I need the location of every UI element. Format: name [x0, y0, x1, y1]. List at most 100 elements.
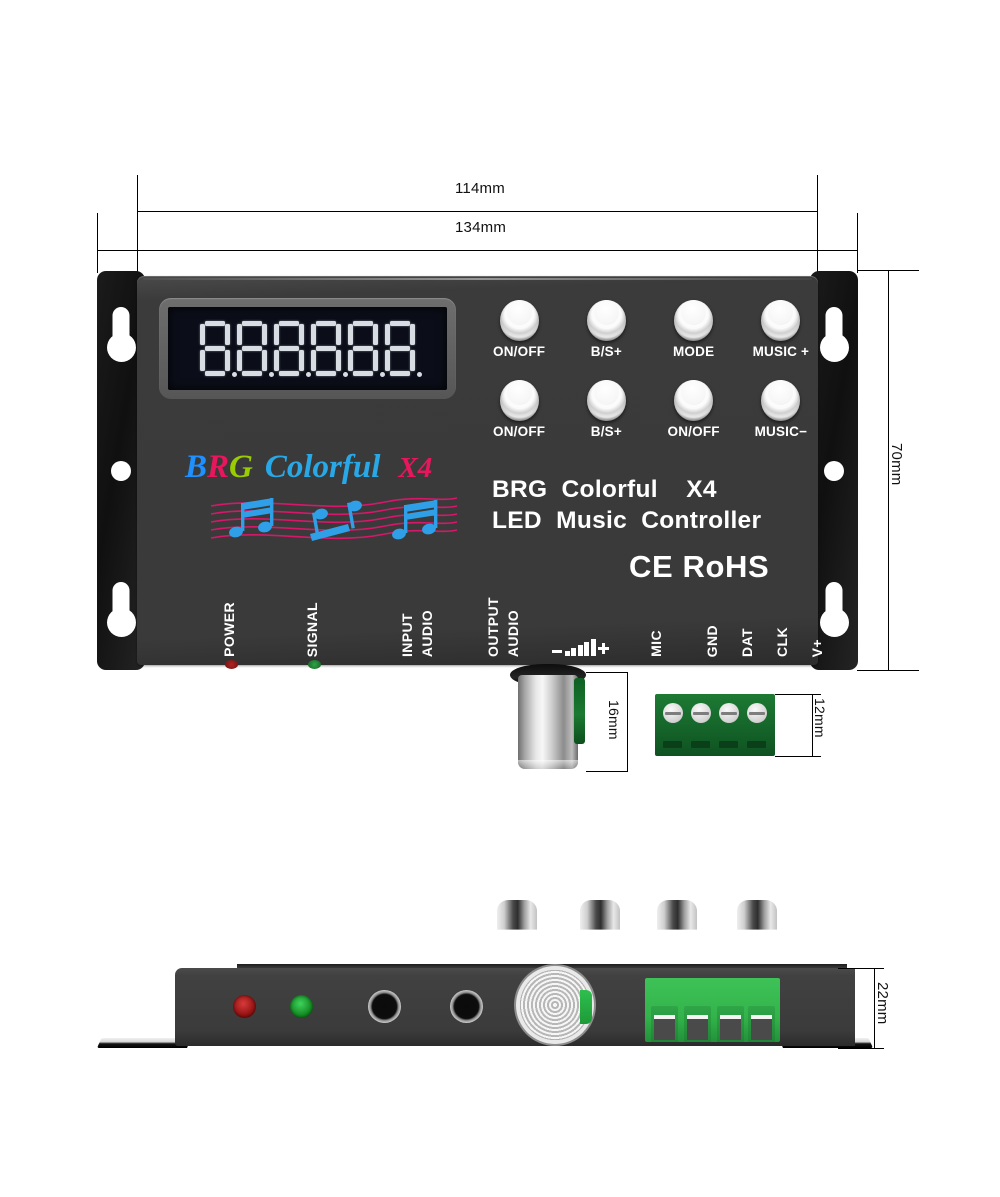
label-vplus: V+ — [809, 638, 825, 657]
dim-extension-line-mic-top — [586, 672, 628, 673]
label-input-audio-line1: INPUT — [399, 613, 415, 657]
terminal-wire-slot — [747, 741, 766, 748]
label-output-audio-2: AUDIO — [505, 610, 522, 657]
model-line-1: BRG Colorful X4 — [492, 476, 717, 503]
dim-extension-line-term-bottom — [775, 756, 821, 757]
microphone-capsule-front — [510, 664, 586, 772]
button-cap[interactable] — [586, 300, 626, 341]
side-button-cap — [657, 900, 697, 930]
side-terminal-pin[interactable] — [748, 1006, 775, 1042]
volume-minus-icon — [552, 650, 562, 653]
signal-led-indicator — [308, 660, 321, 669]
side-enclosure — [175, 964, 855, 1046]
button-cap[interactable] — [674, 380, 714, 421]
dim-extension-line-outer-left — [97, 213, 98, 273]
volume-level-icon — [552, 639, 609, 656]
side-microphone-capsule — [520, 970, 590, 1040]
side-button-cap — [497, 900, 537, 930]
logo-letter-r: R — [207, 449, 230, 485]
certification-marks: CE RoHS — [629, 549, 770, 584]
mic-body — [518, 675, 578, 769]
button-music-minus[interactable]: MUSIC− — [751, 374, 811, 439]
side-signal-led — [290, 995, 313, 1018]
button-label: MUSIC + — [752, 344, 810, 359]
side-audio-input-jack[interactable] — [368, 990, 401, 1023]
keyhole-slot-bottom-left — [112, 582, 130, 634]
button-label: B/S+ — [590, 424, 622, 439]
terminal-screw[interactable] — [747, 703, 767, 723]
dim-extension-line-depth-bottom — [838, 1048, 884, 1049]
button-cap[interactable] — [761, 300, 801, 341]
model-name-text: BRG Colorful X4 LED Music Controller — [492, 474, 761, 536]
button-mode[interactable]: MODE — [664, 294, 724, 359]
dim-line-134mm — [97, 250, 858, 251]
dim-line-12mm — [812, 694, 813, 756]
label-dat: DAT — [739, 628, 755, 657]
dim-line-22mm — [874, 968, 875, 1048]
dim-label-134mm: 134mm — [455, 219, 507, 236]
label-mic: MIC — [648, 630, 664, 657]
volume-bars-icon — [564, 639, 596, 656]
seven-segment-digit — [200, 320, 237, 377]
dim-extension-line-inner-right — [817, 175, 818, 273]
button-label: MODE — [672, 344, 715, 359]
button-cap[interactable] — [761, 380, 801, 421]
terminal-block-front — [655, 694, 775, 756]
music-staff-graphic — [209, 494, 459, 546]
seven-segment-digit — [237, 320, 274, 377]
button-label: ON/OFF — [667, 424, 720, 439]
keyhole-slot-top-left — [112, 307, 130, 359]
button-music-plus[interactable]: MUSIC + — [751, 294, 811, 359]
dim-label-16mm: 16mm — [606, 700, 622, 740]
controller-enclosure: ON/OFF B/S+ MODE MUSIC + — [137, 276, 825, 669]
seven-segment-digit — [348, 320, 385, 377]
logo-word-x4: X4 — [398, 452, 433, 484]
button-cap[interactable] — [499, 300, 539, 341]
side-terminal-pin[interactable] — [717, 1006, 744, 1042]
front-view: ON/OFF B/S+ MODE MUSIC + — [97, 271, 858, 670]
display-bezel — [159, 298, 456, 399]
seven-segment-digit — [311, 320, 348, 377]
terminal-wire-slot — [663, 741, 682, 748]
button-cap[interactable] — [586, 380, 626, 421]
side-power-led — [233, 995, 256, 1018]
button-brightness-speed-2[interactable]: B/S+ — [576, 374, 636, 439]
label-input-audio: INPUT — [399, 613, 416, 657]
button-cap[interactable] — [499, 380, 539, 421]
side-terminal-pin[interactable] — [684, 1006, 711, 1042]
button-on-off-2[interactable]: ON/OFF — [489, 374, 549, 439]
side-terminal-block — [645, 978, 780, 1042]
dim-extension-line-height-bottom — [857, 670, 919, 671]
dim-label-114mm: 114mm — [455, 180, 505, 197]
button-brightness-speed-1[interactable]: B/S+ — [576, 294, 636, 359]
logo-word-colorful: Colorful — [264, 449, 381, 485]
button-row-top: ON/OFF B/S+ MODE MUSIC + — [489, 294, 811, 359]
terminal-screw[interactable] — [663, 703, 683, 723]
dim-label-22mm: 22mm — [874, 982, 891, 1025]
button-cap[interactable] — [674, 300, 714, 341]
button-label: ON/OFF — [493, 344, 546, 359]
terminal-wire-slot — [719, 741, 738, 748]
dim-label-12mm: 12mm — [812, 698, 828, 738]
terminal-wire-slot — [691, 741, 710, 748]
terminal-screw[interactable] — [719, 703, 739, 723]
side-audio-output-jack[interactable] — [450, 990, 483, 1023]
button-label: ON/OFF — [493, 424, 546, 439]
button-on-off-1[interactable]: ON/OFF — [489, 294, 549, 359]
button-on-off-3[interactable]: ON/OFF — [664, 374, 724, 439]
side-button-cap — [737, 900, 777, 930]
round-hole-left — [111, 460, 131, 481]
button-panel: ON/OFF B/S+ MODE MUSIC + — [489, 294, 811, 439]
keyhole-slot-bottom-right — [825, 582, 843, 634]
label-gnd: GND — [704, 624, 720, 657]
label-clk: CLK — [774, 627, 790, 657]
music-notes-icon — [210, 497, 458, 541]
volume-plus-icon — [598, 643, 609, 654]
dim-extension-line-inner-left — [137, 175, 138, 273]
power-led-indicator — [225, 660, 238, 669]
side-button-cap — [580, 900, 620, 930]
terminal-screw[interactable] — [691, 703, 711, 723]
label-output-audio: OUTPUT — [485, 597, 502, 657]
side-terminal-pin[interactable] — [651, 1006, 678, 1042]
